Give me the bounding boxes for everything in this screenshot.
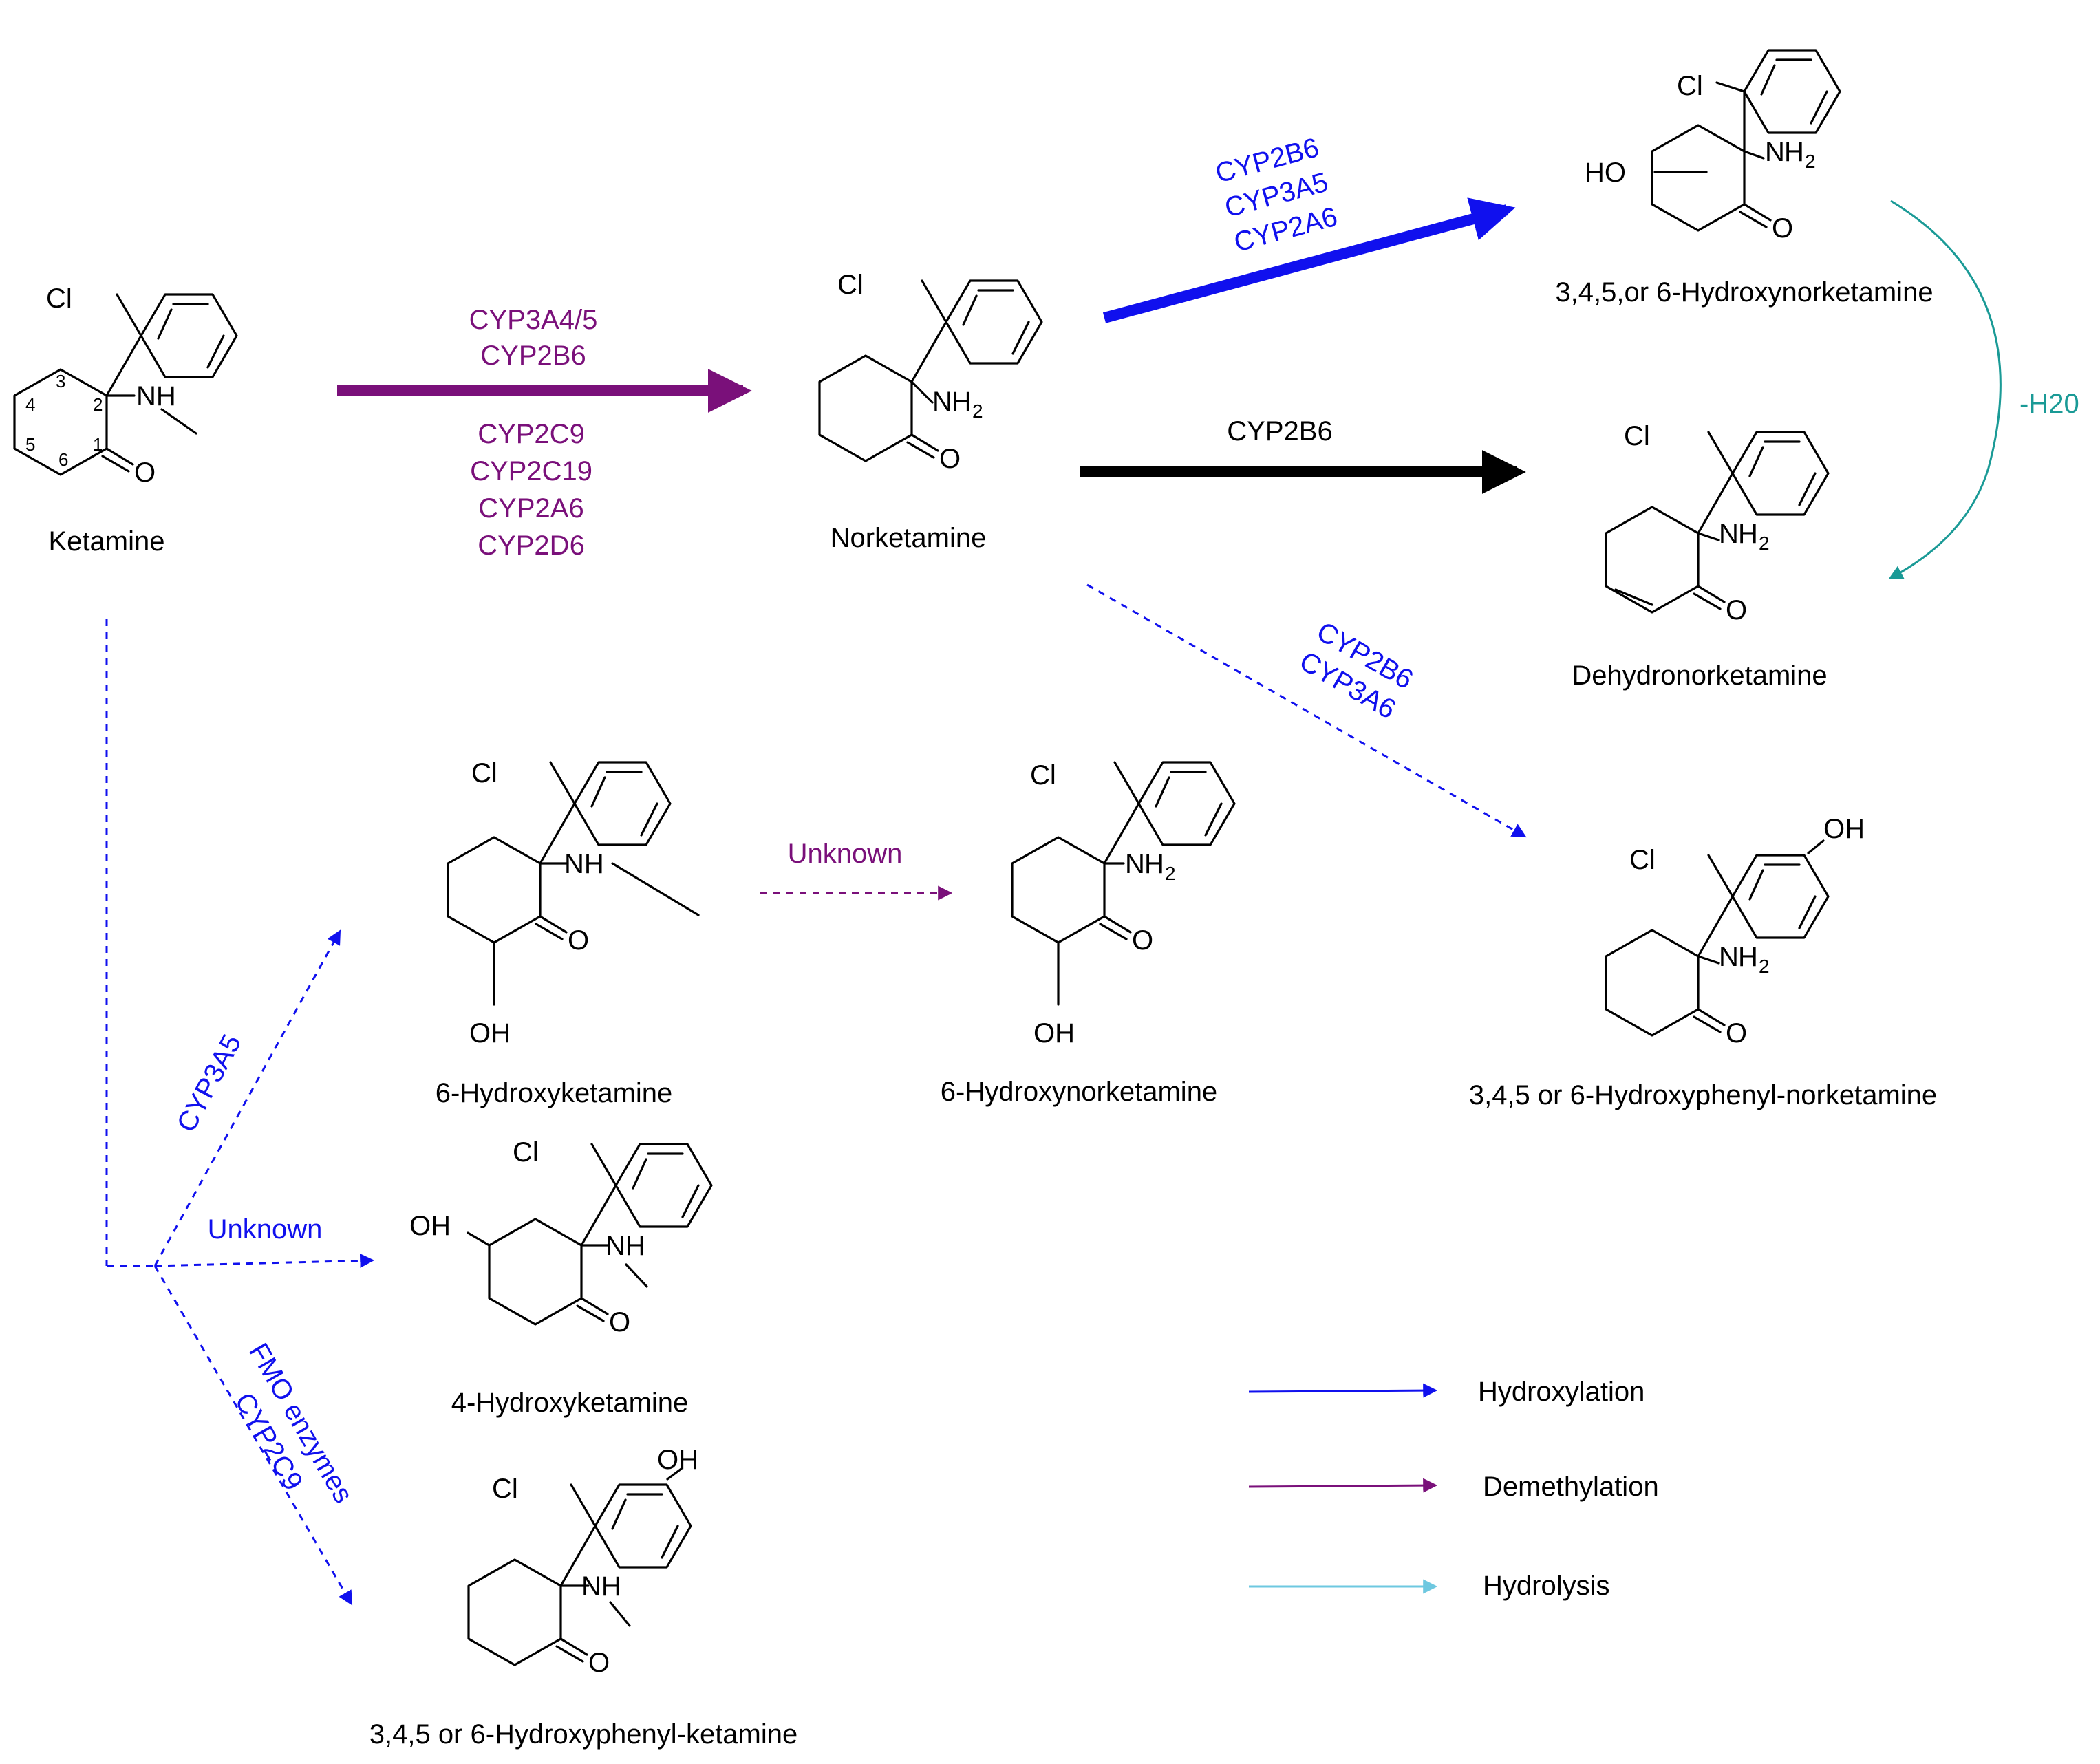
cl-atom: Cl — [492, 1474, 518, 1504]
oh-atom: OH — [657, 1445, 698, 1475]
norketamine-structure: Cl N H 2 O — [818, 270, 1043, 474]
ring-number-1: 1 — [93, 434, 103, 455]
arrow-ketamine-to-4-hydroxyketamine — [154, 1253, 375, 1268]
enzyme-label: CYP2C9 — [478, 419, 585, 449]
arrow-norketamine-to-hydroxynorketamine — [1102, 197, 1516, 323]
subscript-2: 2 — [972, 400, 983, 422]
4-hydroxyketamine-structure: Cl OH NH O — [409, 1137, 713, 1337]
enzyme-label: CYP2B6 — [1227, 416, 1332, 447]
cl-atom: Cl — [1030, 760, 1056, 790]
ketamine-label: Ketamine — [49, 526, 165, 557]
norketamine-label: Norketamine — [831, 523, 987, 553]
cl-atom: Cl — [46, 283, 72, 314]
ketamine-structure: Cl NH O 1 2 3 4 5 6 — [13, 283, 238, 488]
enzyme-label: CYP3A5 — [171, 1029, 248, 1137]
arrow-ketamine-to-6-hydroxyketamine — [153, 929, 341, 1267]
n-atom: N — [1125, 849, 1145, 879]
o-atom: O — [1726, 1018, 1747, 1048]
h-atom: H — [952, 387, 972, 417]
nh-atom: NH — [581, 1571, 621, 1602]
6-hydroxynorketamine-label: 6-Hydroxynorketamine — [941, 1077, 1217, 1107]
h-atom: H — [1784, 137, 1804, 167]
enzyme-label: CYP2A6 — [478, 493, 583, 524]
enzyme-label: CYP3A4/5 — [469, 305, 598, 335]
cl-atom: Cl — [837, 270, 864, 300]
oh-atom: OH — [409, 1211, 451, 1241]
n-atom: N — [1765, 137, 1785, 167]
hydroxynorketamine-label: 3,4,5,or 6-Hydroxynorketamine — [1555, 277, 1933, 308]
enzyme-label: Unknown — [208, 1214, 323, 1245]
cl-atom: Cl — [513, 1137, 539, 1168]
legend-label: Demethylation — [1483, 1472, 1659, 1502]
o-atom: O — [1772, 213, 1793, 244]
o-atom: O — [588, 1648, 610, 1678]
subscript-2: 2 — [1805, 151, 1816, 172]
hydroxynorketamine-structure: Cl HO N H 2 O — [1585, 49, 1841, 244]
enzyme-label: Unknown — [788, 839, 903, 869]
oh-atom: OH — [1033, 1018, 1075, 1048]
ho-atom: HO — [1585, 158, 1626, 188]
h-atom: H — [1144, 849, 1164, 879]
arrow-dehydration — [1888, 200, 2002, 579]
cl-atom: Cl — [1624, 421, 1650, 451]
cl-atom: Cl — [471, 758, 497, 788]
dehydronorketamine-structure: Cl N H 2 O — [1605, 421, 1830, 625]
nh-atom: NH — [136, 381, 176, 411]
subscript-2: 2 — [1165, 863, 1176, 884]
n-atom: N — [932, 387, 952, 417]
enzyme-label: CYP2D6 — [478, 530, 585, 561]
o-atom: O — [1132, 925, 1153, 956]
subscript-2: 2 — [1759, 956, 1770, 977]
subscript-2: 2 — [1759, 533, 1770, 554]
6-hydroxyketamine-structure: Cl NH O OH — [447, 758, 700, 1048]
nh-atom: NH — [606, 1231, 645, 1261]
legend-label: Hydrolysis — [1483, 1571, 1609, 1601]
o-atom: O — [1726, 595, 1747, 625]
h-atom: H — [1738, 519, 1758, 549]
o-atom: O — [134, 458, 156, 488]
h-atom: H — [1738, 942, 1758, 972]
oh-atom: OH — [1823, 814, 1865, 844]
hydroxyphenyl-norketamine-structure: Cl OH N H 2 O — [1605, 814, 1865, 1048]
o-atom: O — [609, 1307, 630, 1337]
ring-number-6: 6 — [58, 449, 68, 470]
arrow-norketamine-to-hydroxyphenyl-norketamine — [1086, 583, 1527, 838]
cl-atom: Cl — [1677, 71, 1703, 101]
o-atom: O — [939, 444, 961, 474]
ring-number-3: 3 — [56, 371, 65, 391]
legend-item-demethylation: Demethylation — [1248, 1472, 1659, 1502]
hydroxyphenyl-ketamine-label: 3,4,5 or 6-Hydroxyphenyl-ketamine — [369, 1719, 798, 1750]
legend-item-hydrolysis: Hydrolysis — [1249, 1571, 1609, 1601]
legend: Hydroxylation Demethylation Hydrolysis — [1248, 1377, 1659, 1601]
6-hydroxyketamine-label: 6-Hydroxyketamine — [436, 1078, 673, 1108]
dehydration-label: -H20 — [2019, 389, 2079, 419]
hydroxyphenyl-norketamine-label: 3,4,5 or 6-Hydroxyphenyl-norketamine — [1469, 1080, 1937, 1110]
nh-atom: NH — [564, 849, 604, 879]
o-atom: O — [568, 925, 589, 956]
ring-number-5: 5 — [25, 434, 35, 455]
ring-number-2: 2 — [93, 394, 103, 415]
hydroxyphenyl-ketamine-structure: Cl OH NH O — [467, 1445, 698, 1678]
legend-label: Hydroxylation — [1478, 1377, 1644, 1407]
6-hydroxynorketamine-structure: Cl N H 2 O OH — [1011, 760, 1236, 1048]
dehydronorketamine-label: Dehydronorketamine — [1572, 660, 1827, 691]
enzyme-label: CYP2B6 — [480, 341, 586, 371]
n-atom: N — [1719, 519, 1739, 549]
oh-atom: OH — [469, 1018, 511, 1048]
4-hydroxyketamine-label: 4-Hydroxyketamine — [451, 1388, 689, 1418]
ring-number-4: 4 — [25, 394, 35, 415]
cl-atom: Cl — [1629, 845, 1656, 875]
legend-item-hydroxylation: Hydroxylation — [1248, 1377, 1644, 1407]
enzyme-label: CYP2C19 — [470, 456, 592, 486]
ketamine-branch-arrows — [105, 619, 375, 1606]
n-atom: N — [1719, 942, 1739, 972]
